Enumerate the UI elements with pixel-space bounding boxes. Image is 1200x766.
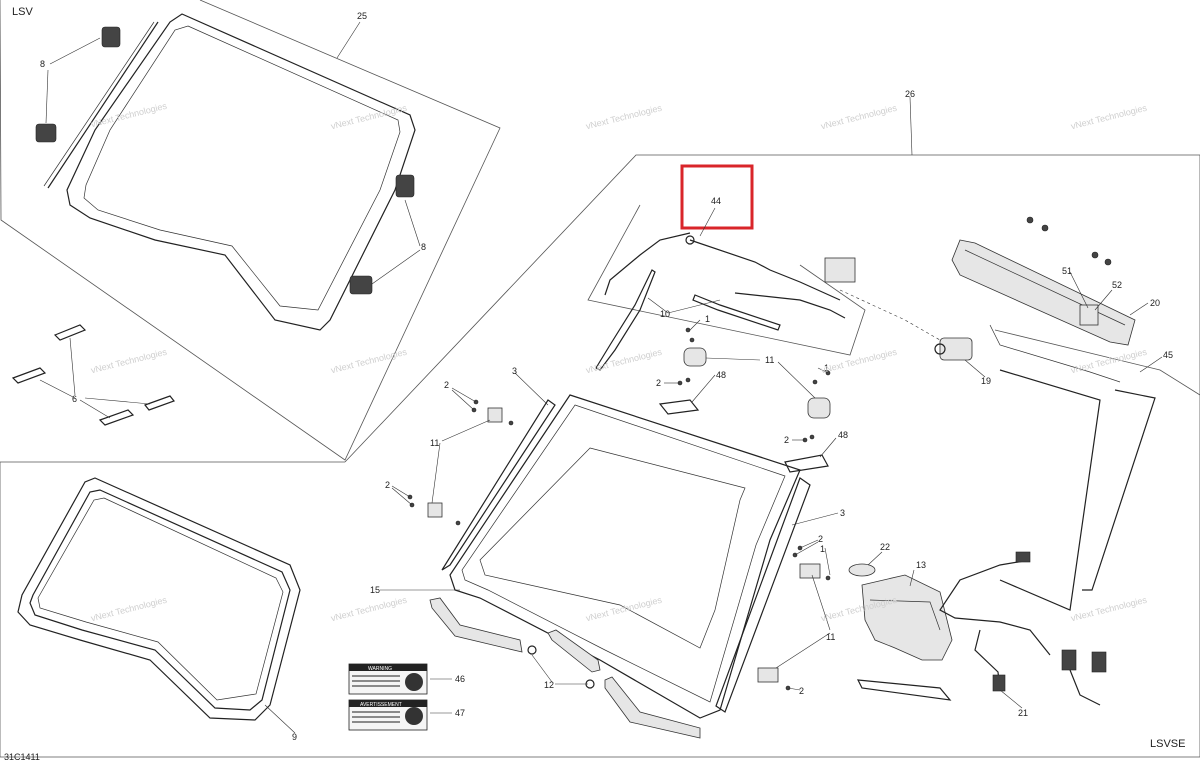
label-figure-code: 31C1411 <box>4 752 40 762</box>
bracket-48-a <box>658 399 700 415</box>
callout-8-top: 8 <box>40 59 45 69</box>
callout-9: 9 <box>292 732 297 742</box>
callout-25: 25 <box>357 11 367 21</box>
hinge-11-upper-right <box>799 563 821 579</box>
callout-2-e: 2 <box>818 534 823 544</box>
bracket-48-b <box>784 454 829 473</box>
callout-11-c: 11 <box>826 632 835 642</box>
callout-1-b: 1 <box>824 363 829 373</box>
hinge-8-b <box>35 123 57 143</box>
callout-48-b: 48 <box>838 430 848 440</box>
seal-pads-6 <box>11 324 175 426</box>
hinge-11-upper-left <box>487 407 503 423</box>
window-seal-9 <box>17 477 301 721</box>
hinge-8-d <box>349 275 373 295</box>
side-trim-3-left <box>441 399 556 571</box>
callout-2-c: 2 <box>444 380 449 390</box>
cap-22 <box>848 563 876 577</box>
decal-46-title: WARNING <box>368 666 392 672</box>
callout-15: 15 <box>370 585 380 595</box>
lsv-window-part <box>43 13 416 331</box>
callout-2-d: 2 <box>385 480 390 490</box>
callout-3-right: 3 <box>840 508 845 518</box>
decal-47-title: AVERTISSEMENT <box>360 702 402 708</box>
callout-2-b: 2 <box>784 435 789 445</box>
lsv-panel-frame <box>0 0 501 461</box>
lsvse-panel-frame <box>0 154 1200 758</box>
callout-2-f: 2 <box>799 686 804 696</box>
callout-48-a: 48 <box>716 370 726 380</box>
callout-11-a: 11 <box>765 355 774 365</box>
wiper-subpanel-frame <box>587 204 866 356</box>
callout-3-left: 3 <box>512 366 517 376</box>
callout-1-c: 1 <box>820 544 825 554</box>
hinge-11-lower-right <box>757 667 779 683</box>
wiper-blade-10 <box>595 269 846 371</box>
callout-13: 13 <box>916 560 926 570</box>
callout-51: 51 <box>1062 266 1072 276</box>
clamp-11-b <box>807 397 831 419</box>
wiper-motor-19 <box>934 337 973 361</box>
callout-44: 44 <box>711 196 721 206</box>
label-lsv: LSV <box>12 6 33 18</box>
callout-1-a: 1 <box>705 314 710 324</box>
callout-19: 19 <box>981 376 991 386</box>
callout-6: 6 <box>72 394 77 404</box>
callout-10: 10 <box>660 309 670 319</box>
push-pins <box>1026 216 1112 266</box>
top-bar-20 <box>951 239 1136 346</box>
callout-52: 52 <box>1112 280 1122 290</box>
callout-8-right: 8 <box>421 242 426 252</box>
callout-20: 20 <box>1150 298 1160 308</box>
clamp-11-a <box>683 347 707 367</box>
decal-46: WARNING <box>348 663 428 695</box>
callout-2-a: 2 <box>656 378 661 388</box>
callout-45: 45 <box>1163 350 1173 360</box>
callout-26: 26 <box>905 89 915 99</box>
seal-subpanel-frame <box>994 329 1200 396</box>
hinge-11-lower-left <box>427 502 443 518</box>
side-trim-3-right <box>715 477 811 713</box>
highlight-box-44 <box>680 164 754 230</box>
callout-21: 21 <box>1018 708 1028 718</box>
callout-12: 12 <box>544 680 554 690</box>
callout-47: 47 <box>455 708 465 718</box>
channel-12 <box>429 597 701 739</box>
callout-22: 22 <box>880 542 890 552</box>
windshield-15 <box>449 394 801 719</box>
hinge-8-a <box>101 26 121 48</box>
wiper-arm-44 <box>604 232 856 301</box>
washer-reservoir-13 <box>856 574 953 701</box>
label-lsvse: LSVSE <box>1150 738 1186 750</box>
callout-11-b: 11 <box>430 438 439 448</box>
hinge-8-c <box>395 174 415 198</box>
callout-46: 46 <box>455 674 465 684</box>
decal-47: AVERTISSEMENT <box>348 699 428 731</box>
rear-seal-45 <box>989 324 1156 611</box>
harness-21 <box>939 551 1107 706</box>
